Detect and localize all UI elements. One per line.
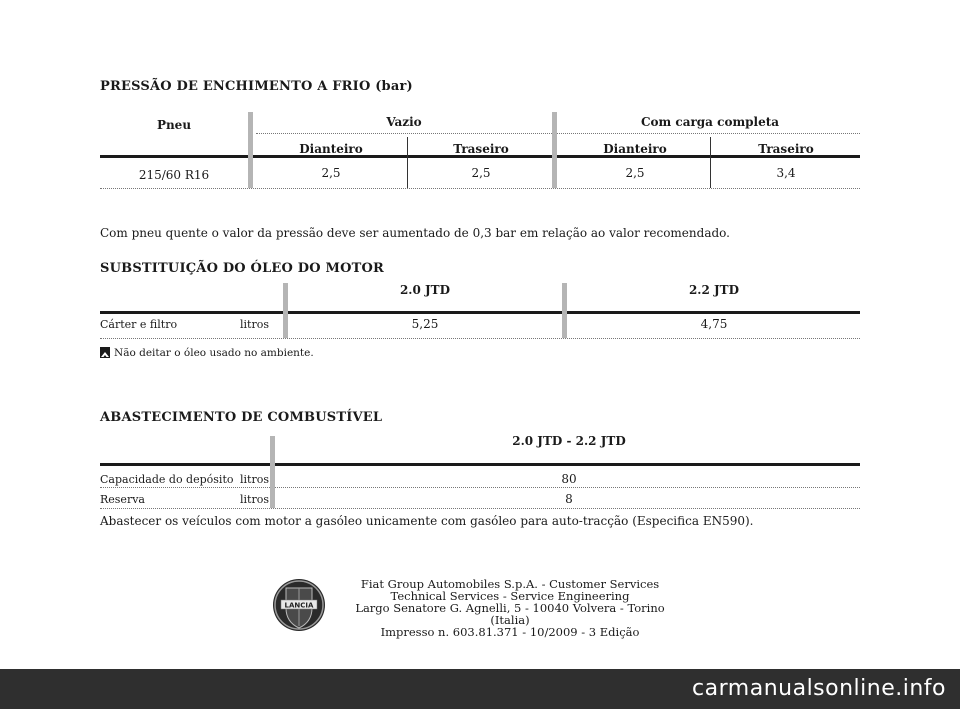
divider: [100, 487, 860, 488]
vazio-traseiro-value: 2,5: [471, 166, 491, 180]
fuel-row-label: Reserva: [100, 493, 145, 506]
fuel-col-header: 2.0 JTD - 2.2 JTD: [512, 434, 626, 448]
footer-text: Fiat Group Automobiles S.p.A. - Customer…: [340, 578, 680, 638]
fuel-note: Abastecer os veículos com motor a gasóle…: [100, 514, 754, 528]
column-separator: [407, 137, 408, 188]
column-separator: [710, 137, 711, 188]
vazio-dianteiro-value: 2,5: [321, 166, 341, 180]
tyre-note: Com pneu quente o valor da pressão deve …: [100, 226, 730, 240]
footer-line: Technical Services - Service Engineering: [390, 589, 630, 603]
fuel-title: ABASTECIMENTO DE COMBUSTÍVEL: [100, 410, 383, 425]
fuel-row-label: Capacidade do depósito: [100, 473, 234, 486]
oil-header-rule: [100, 311, 860, 314]
divider: [100, 508, 860, 509]
oil-col-20jtd: 2.0 JTD: [399, 283, 451, 297]
col-header-pneu: Pneu: [156, 118, 192, 132]
divider: [256, 133, 860, 134]
fuel-header-rule: [100, 463, 860, 466]
tyre-size: 215/60 R16: [138, 168, 210, 182]
column-separator: [283, 283, 288, 338]
oil-value-20jtd: 5,25: [411, 317, 439, 331]
subheader-vazio-traseiro: Traseiro: [453, 142, 509, 156]
oil-row-unit: litros: [240, 318, 269, 331]
recycle-warning-icon: [100, 347, 110, 361]
watermark-text: carmanualsonline.info: [692, 676, 946, 701]
fuel-row-unit: litros: [240, 493, 269, 506]
tyre-pressure-title: PRESSÃO DE ENCHIMENTO A FRIO (bar): [100, 79, 413, 94]
column-separator: [562, 283, 567, 338]
watermark-bar: [0, 669, 960, 709]
oil-value-22jtd: 4,75: [700, 317, 728, 331]
subheader-carga-traseiro: Traseiro: [758, 142, 814, 156]
subheader-vazio-dianteiro: Dianteiro: [299, 142, 363, 156]
table-header-rule: [100, 155, 860, 158]
fuel-row-unit: litros: [240, 473, 269, 486]
oil-title: SUBSTITUIÇÃO DO ÓLEO DO MOTOR: [100, 261, 385, 276]
column-separator: [552, 112, 557, 188]
col-header-vazio: Vazio: [386, 115, 422, 129]
lancia-logo: LANCIA: [272, 578, 326, 632]
fuel-row-value: 80: [561, 472, 577, 486]
column-separator: [270, 436, 275, 508]
footer-line: Impresso n. 603.81.371 - 10/2009 - 3 Edi…: [380, 625, 640, 639]
divider: [100, 338, 860, 339]
col-header-carga: Com carga completa: [640, 115, 780, 129]
carga-traseiro-value: 3,4: [776, 166, 796, 180]
column-separator: [248, 112, 253, 188]
oil-col-22jtd: 2.2 JTD: [688, 283, 740, 297]
oil-environment-note: Não deitar o óleo usado no ambiente.: [114, 347, 314, 359]
svg-text:LANCIA: LANCIA: [285, 602, 314, 610]
subheader-carga-dianteiro: Dianteiro: [603, 142, 667, 156]
carga-dianteiro-value: 2,5: [625, 166, 645, 180]
divider: [100, 188, 860, 189]
footer-line: Largo Senatore G. Agnelli, 5 - 10040 Vol…: [355, 601, 665, 627]
footer-line: Fiat Group Automobiles S.p.A. - Customer…: [360, 577, 660, 591]
fuel-row-value: 8: [565, 492, 573, 506]
oil-row-label: Cárter e filtro: [100, 318, 178, 331]
